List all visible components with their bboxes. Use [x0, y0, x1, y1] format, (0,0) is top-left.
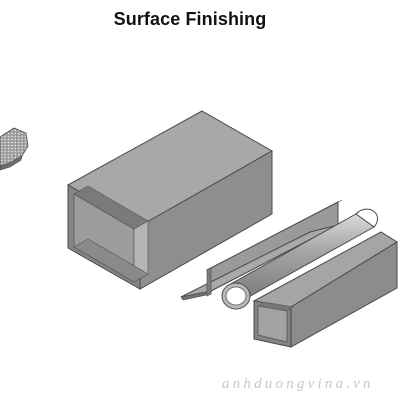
- rectangular-tube-icon: [66, 110, 274, 290]
- perforated-disc-icon: [0, 127, 29, 171]
- page-title: Surface Finishing: [113, 9, 267, 29]
- watermark-text: anhduongvina.vn: [222, 376, 374, 392]
- round-pipe-icon: [221, 208, 378, 310]
- small-rectangular-tube-icon: [252, 231, 398, 348]
